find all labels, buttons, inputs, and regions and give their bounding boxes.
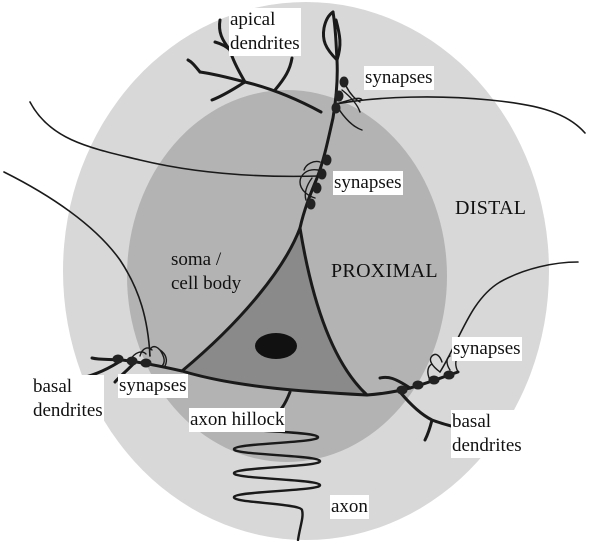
synapse-tuft-right bbox=[427, 353, 459, 381]
synaptic-bouton bbox=[396, 385, 408, 395]
synaptic-bouton bbox=[317, 168, 327, 180]
nucleus bbox=[255, 333, 297, 359]
apical-dendrite-branch bbox=[186, 56, 294, 92]
synapses-left-label: synapses bbox=[118, 374, 188, 398]
apical-dendrite-branch-right bbox=[321, 10, 342, 62]
synaptic-bouton bbox=[443, 370, 455, 380]
apical-dendrite-branch bbox=[210, 18, 247, 102]
synaptic-bouton bbox=[334, 90, 344, 102]
synapses-right-label: synapses bbox=[452, 337, 522, 361]
axon-label: axon bbox=[330, 495, 369, 519]
basal-dendrites-right-label: basal dendrites bbox=[451, 410, 523, 458]
synaptic-bouton bbox=[412, 380, 424, 390]
apical-dendrites-label: apical dendrites bbox=[229, 8, 301, 56]
synapse-tuft-mid bbox=[299, 160, 321, 201]
proximal-label: PROXIMAL bbox=[331, 260, 438, 282]
synaptic-bouton bbox=[312, 182, 322, 194]
synaptic-bouton bbox=[322, 154, 332, 166]
synapse-tuft-left bbox=[129, 345, 168, 367]
synaptic-bouton bbox=[331, 102, 341, 114]
apical-dendrite-trunk bbox=[298, 10, 339, 230]
synaptic-bouton bbox=[339, 76, 349, 88]
soma bbox=[180, 226, 369, 397]
synaptic-bouton bbox=[112, 354, 124, 364]
synaptic-bouton bbox=[126, 356, 138, 366]
synapse-tuft-top bbox=[335, 85, 363, 131]
synapses-top-label: synapses bbox=[364, 66, 434, 90]
incoming-axon-left bbox=[3, 171, 151, 357]
incoming-axon-top bbox=[335, 96, 586, 134]
incoming-axon-mid bbox=[29, 101, 321, 178]
synaptic-bouton bbox=[140, 358, 152, 368]
basal-dendrites-left-label: basal dendrites bbox=[32, 375, 104, 423]
distal-label: DISTAL bbox=[455, 197, 527, 219]
axon bbox=[232, 416, 322, 541]
synaptic-bouton bbox=[306, 198, 316, 210]
synaptic-bouton bbox=[428, 375, 440, 385]
soma-label: soma / cell body bbox=[171, 249, 242, 294]
synapses-mid-label: synapses bbox=[333, 171, 403, 195]
axon-hillock-label: axon hillock bbox=[189, 408, 286, 432]
